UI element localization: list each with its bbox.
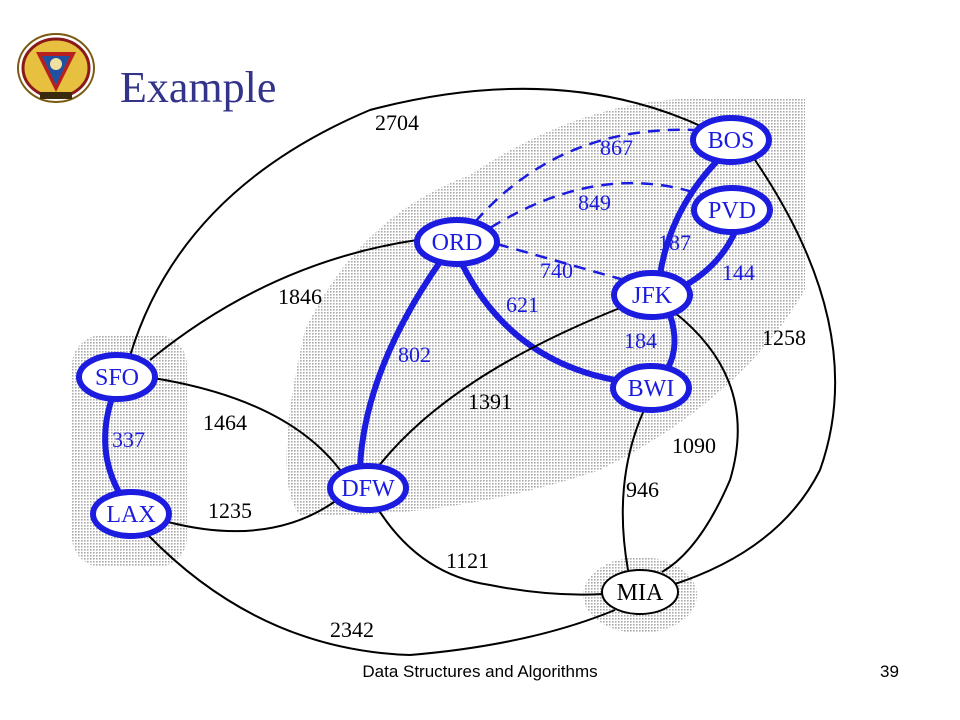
edge-jfk-bwi [665, 314, 678, 370]
cluster-regions [72, 98, 806, 633]
node-lax: LAX [90, 489, 172, 539]
edge-bos-mia [671, 159, 837, 586]
logo-emblem-icon [17, 33, 95, 103]
edge-bos-jfk [657, 157, 721, 276]
nodes: BOS PVD ORD JFK BWI SFO LAX DFW MIA [76, 115, 773, 615]
edge-weight-ord-bwi: 621 [506, 292, 539, 317]
edge-sfo-bos [129, 87, 706, 357]
node-label-bwi: BWI [628, 376, 675, 402]
node-shape-lax [90, 489, 172, 539]
edge-weight-jfk-mia: 1090 [672, 433, 716, 458]
edge-ord-bos [474, 128, 696, 223]
edge-ord-jfk [496, 242, 625, 282]
edge-sfo-ord [149, 239, 418, 361]
page-number: 39 [880, 662, 899, 681]
edge-lax-mia [147, 534, 616, 657]
edge-weight-sfo-bos: 2704 [375, 110, 419, 135]
edge-weight-pvd-jfk: 144 [722, 260, 755, 285]
edge-weight-ord-bos: 867 [600, 135, 633, 160]
edges [102, 87, 837, 657]
node-shape-bos [690, 115, 772, 165]
node-label-ord: ORD [432, 230, 483, 256]
node-ord: ORD [414, 217, 500, 267]
node-shape-jfk [611, 270, 693, 320]
edge-ord-pvd [489, 181, 703, 230]
edge-weight-bwi-mia: 946 [626, 477, 659, 502]
node-shape-dfw [327, 463, 409, 513]
edge-bwi-mia [621, 407, 646, 571]
edge-weight-ord-jfk: 740 [540, 258, 573, 283]
edge-sfo-dfw [152, 377, 344, 475]
node-label-dfw: DFW [341, 476, 395, 502]
node-shape-pvd [691, 185, 773, 235]
node-mia: MIA [601, 569, 679, 615]
cluster-region-east [286, 98, 806, 516]
node-label-jfk: JFK [632, 283, 673, 309]
edge-weight-ord-pvd: 849 [578, 190, 611, 215]
node-label-mia: MIA [617, 580, 664, 606]
edge-weight-dfw-jfk: 1391 [468, 389, 512, 414]
edge-weight-sfo-dfw: 1464 [203, 410, 247, 435]
edge-ord-dfw [357, 260, 443, 468]
node-dfw: DFW [327, 463, 409, 513]
node-label-sfo: SFO [95, 365, 139, 391]
edge-weight-bos-mia: 1258 [762, 325, 806, 350]
edge-lax-dfw [167, 499, 338, 533]
node-label-lax: LAX [106, 502, 155, 528]
node-label-pvd: PVD [708, 198, 756, 224]
node-pvd: PVD [691, 185, 773, 235]
node-bwi: BWI [610, 363, 692, 413]
edge-weight-sfo-lax: 337 [112, 427, 145, 452]
node-shape-ord [414, 217, 500, 267]
node-label-bos: BOS [708, 128, 755, 154]
edge-weight-dfw-mia: 1121 [446, 548, 489, 573]
node-shape-bwi [610, 363, 692, 413]
edge-weight-ord-dfw: 802 [398, 342, 431, 367]
edge-sfo-lax [102, 397, 123, 496]
node-shape-mia [601, 569, 679, 615]
edge-dfw-mia [377, 508, 604, 596]
edge-jfk-mia [661, 311, 739, 573]
node-sfo: SFO [76, 352, 158, 402]
footer-text: Data Structures and Algorithms [362, 662, 598, 681]
node-shape-sfo [76, 352, 158, 402]
edge-weight-bos-jfk: 187 [658, 230, 691, 255]
slide-title: Example [120, 63, 277, 112]
edge-pvd-jfk [684, 230, 738, 288]
edge-ord-bwi [459, 262, 616, 383]
edge-weight-lax-dfw: 1235 [208, 498, 252, 523]
edge-weight-lax-mia: 2342 [330, 617, 374, 642]
edge-weight-jfk-bwi: 184 [624, 328, 657, 353]
node-jfk: JFK [611, 270, 693, 320]
node-bos: BOS [690, 115, 772, 165]
edge-labels: 2704 867 849 740 187 144 621 184 1846 802 1258 337 1… [112, 110, 806, 642]
edge-weight-sfo-ord: 1846 [278, 284, 322, 309]
edge-dfw-jfk [377, 305, 626, 468]
